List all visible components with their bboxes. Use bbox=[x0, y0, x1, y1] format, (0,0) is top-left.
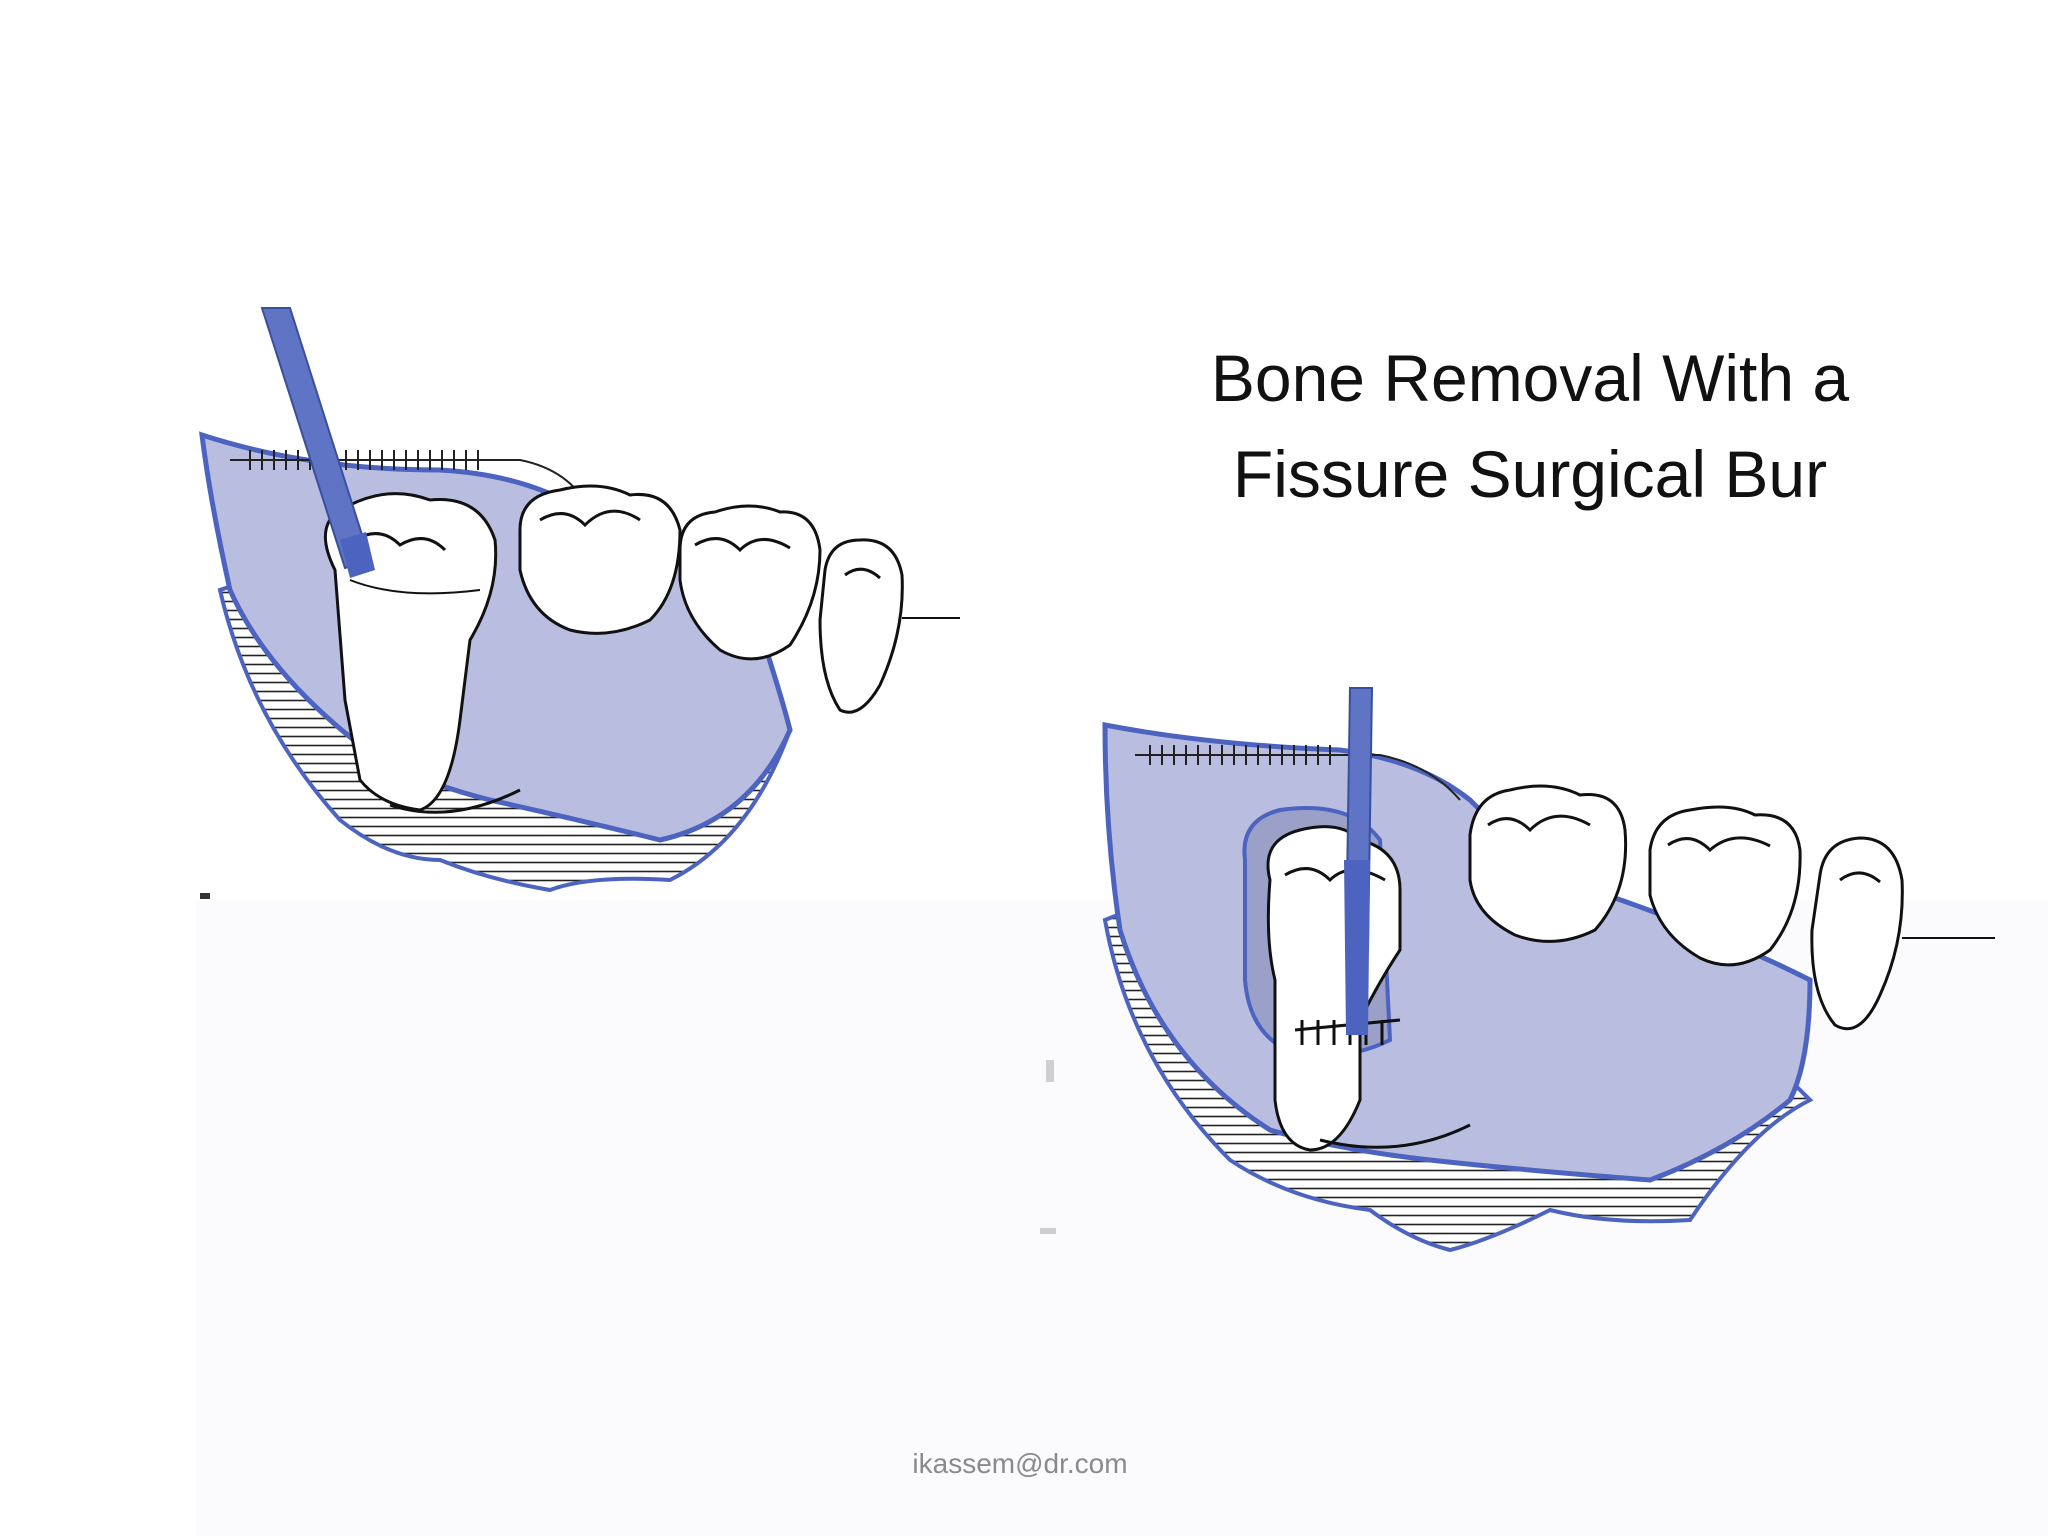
molar-first-right bbox=[1648, 805, 1802, 967]
title-line-1: Bone Removal With a bbox=[1210, 341, 1850, 415]
vertical-bur-illustration bbox=[1102, 687, 1995, 1253]
scan-artifact bbox=[1040, 1228, 1056, 1234]
scan-artifact bbox=[1046, 1060, 1054, 1082]
molar-second-right bbox=[1468, 784, 1628, 943]
footer-email: ikassem@dr.com bbox=[912, 1448, 1128, 1479]
premolar-left bbox=[818, 538, 904, 714]
gum-tissue-left bbox=[199, 431, 793, 843]
dental-bur-angled-icon bbox=[260, 307, 375, 578]
slide-title: Bone Removal With a Fissure Surgical Bur bbox=[1080, 330, 1980, 522]
angled-bur-illustration bbox=[199, 307, 960, 893]
title-line-2: Fissure Surgical Bur bbox=[1232, 437, 1828, 511]
premolar-right bbox=[1810, 836, 1904, 1031]
dental-bur-vertical-icon bbox=[1344, 687, 1374, 1035]
scan-artifact bbox=[200, 893, 210, 899]
molar-second-left bbox=[518, 484, 682, 635]
